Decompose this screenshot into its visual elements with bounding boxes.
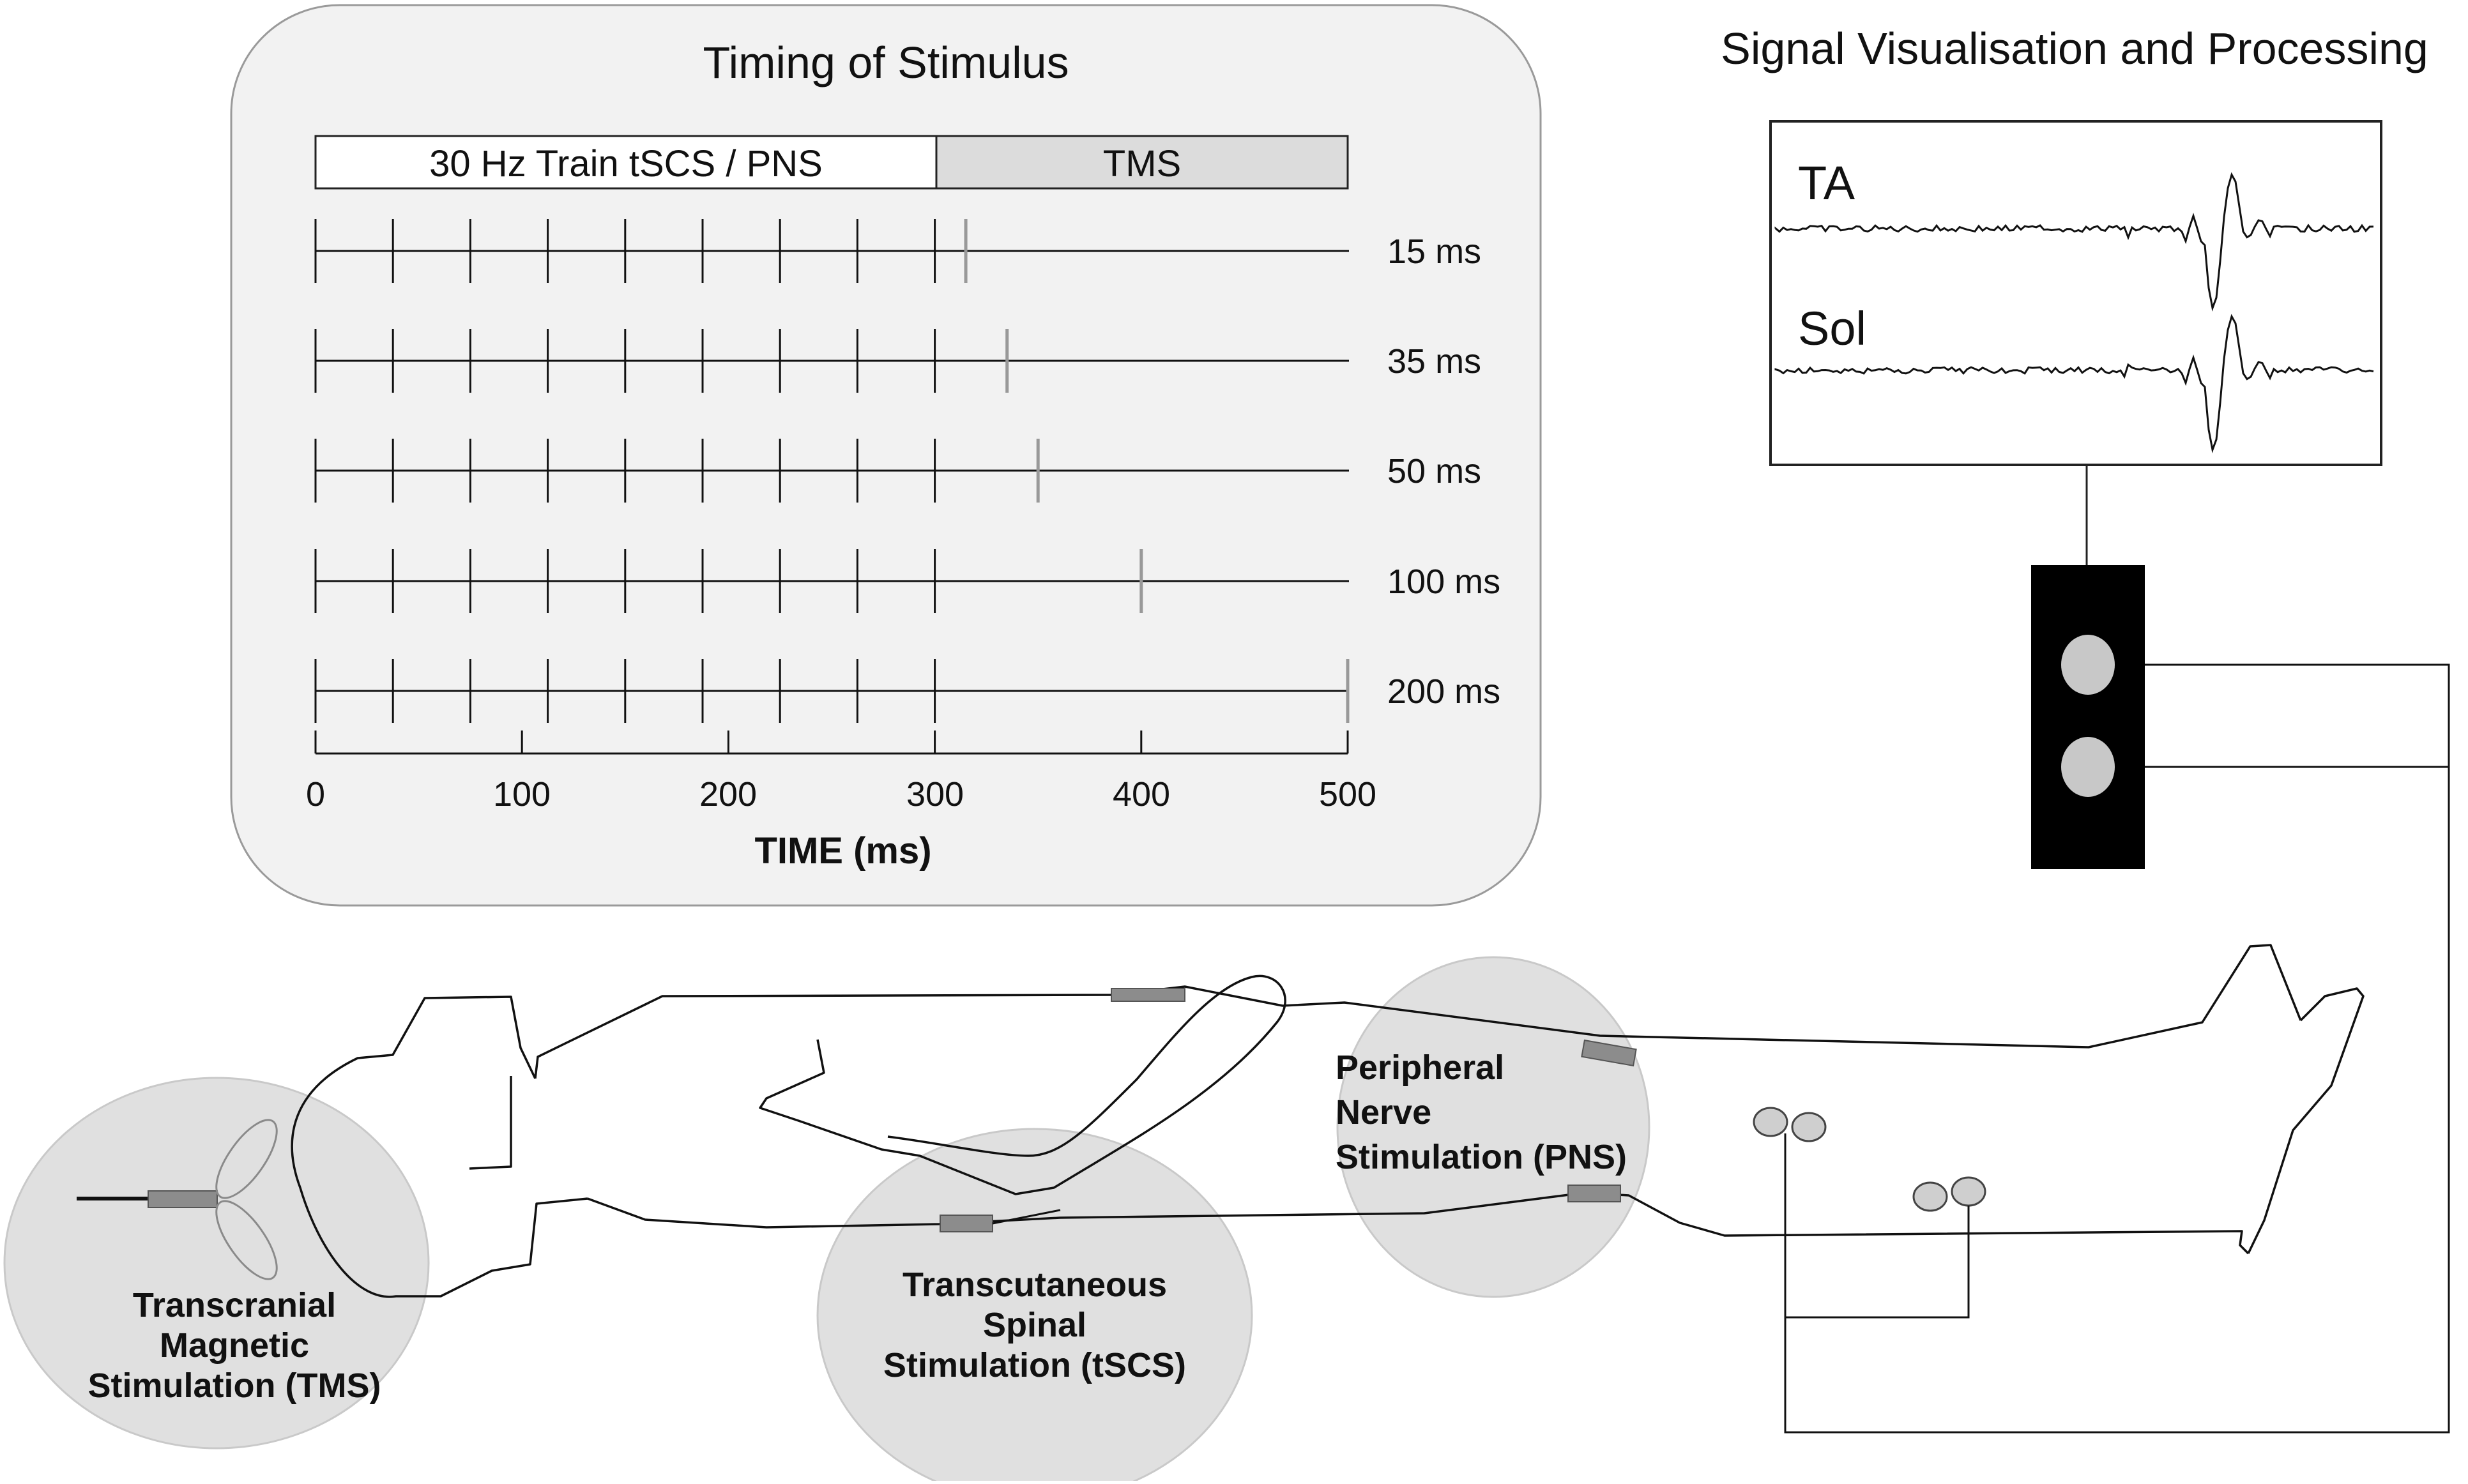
head-outline	[291, 996, 588, 1298]
tms-coil-wing-upper	[215, 1119, 278, 1199]
time-axis-tick-labels: 0 100 200 300 400 500	[306, 775, 1376, 814]
foot-outline	[2247, 987, 2365, 1254]
delay-label-50: 50 ms	[1387, 452, 1481, 490]
timing-panel: Timing of Stimulus 30 Hz Train tSCS / PN…	[230, 4, 1542, 907]
delay-label-35: 35 ms	[1387, 342, 1481, 381]
spinal-electrode-back	[1111, 988, 1185, 1002]
tick-label-0: 0	[306, 775, 325, 814]
neck-outline	[469, 1076, 512, 1170]
emg-wire-ta-top	[2145, 663, 2450, 767]
emg-electrode-ta-1	[1753, 1107, 1788, 1137]
amplifier-button-top	[2061, 635, 2115, 695]
trace-label-ta: TA	[1798, 156, 1855, 209]
tscs-lead	[992, 1209, 1061, 1225]
tms-coil	[77, 1119, 278, 1280]
tscs-electrode	[940, 1215, 993, 1232]
emg-trace-ta	[1774, 172, 2374, 312]
emg-electrode-sol-2	[1951, 1176, 1986, 1207]
delay-rows	[314, 219, 1350, 723]
tick-label-100: 100	[493, 775, 551, 814]
tick-label-300: 300	[906, 775, 964, 814]
pns-site-circle	[1336, 956, 1650, 1298]
delay-row	[314, 439, 1349, 503]
delay-label-15: 15 ms	[1387, 232, 1481, 271]
emg-electrodes	[1753, 1107, 1986, 1212]
tick-label-200: 200	[699, 775, 757, 814]
tms-site-label: Transcranial Magnetic Stimulation (TMS)	[88, 1286, 381, 1405]
time-axis-title: TIME (ms)	[754, 830, 931, 872]
timing-panel-background	[230, 4, 1542, 907]
tms-label-line-2: Magnetic	[160, 1326, 309, 1365]
tick-label-400: 400	[1113, 775, 1170, 814]
pns-electrode-lower	[1567, 1185, 1621, 1202]
amplifier-button-bottom	[2061, 737, 2115, 797]
trace-label-sol: Sol	[1798, 302, 1866, 355]
tms-coil-wing-lower	[215, 1200, 278, 1280]
pns-label-line-2: Nerve	[1336, 1093, 1431, 1132]
delay-row	[314, 549, 1349, 613]
tscs-label-line-2: Spinal	[983, 1306, 1086, 1344]
electrodes	[940, 988, 1637, 1232]
body-outline	[291, 944, 2365, 1298]
timing-panel-title: Timing of Stimulus	[703, 38, 1069, 87]
delay-label-200: 200 ms	[1387, 672, 1500, 711]
tscs-label-line-1: Transcutaneous	[903, 1266, 1167, 1304]
tscs-site-label: Transcutaneous Spinal Stimulation (tSCS)	[883, 1266, 1186, 1384]
emg-wire-sol	[1784, 1133, 1970, 1319]
signal-panel-title: Signal Visualisation and Processing	[1721, 24, 2428, 73]
tms-site-circle	[3, 1077, 430, 1450]
delay-row	[314, 659, 1350, 723]
pns-electrode-upper	[1581, 1039, 1637, 1067]
tms-coil-handle	[148, 1190, 218, 1208]
signal-panel: Signal Visualisation and Processing TA S…	[1721, 24, 2428, 869]
emg-trace-sol	[1774, 314, 2374, 453]
emg-amplifier	[2031, 565, 2145, 869]
tick-label-500: 500	[1319, 775, 1376, 814]
emg-electrode-ta-2	[1791, 1112, 1827, 1142]
emg-wire-ta	[1784, 766, 2450, 1434]
pns-site-label: Peripheral Nerve Stimulation (PNS)	[1336, 1049, 1627, 1176]
time-axis	[314, 731, 1349, 755]
body-upper-outline	[534, 944, 2302, 1079]
tms-label-line-1: Transcranial	[133, 1286, 336, 1324]
delay-label-100: 100 ms	[1387, 563, 1500, 601]
tscs-label-line-3: Stimulation (tSCS)	[883, 1346, 1186, 1384]
tscs-site-circle	[816, 1128, 1253, 1484]
arm-outline	[759, 974, 1286, 1195]
delay-labels: 15 ms 35 ms 50 ms 100 ms 200 ms	[1387, 232, 1500, 711]
delay-row	[314, 219, 1349, 283]
signal-monitor	[1769, 120, 2382, 466]
emg-electrode-sol-1	[1912, 1181, 1948, 1212]
emg-wires	[1784, 663, 2450, 1434]
train-bar	[314, 135, 938, 190]
amplifier-body	[2031, 565, 2145, 869]
delay-row	[314, 329, 1349, 393]
pns-label-line-3: Stimulation (PNS)	[1336, 1138, 1627, 1176]
tms-bar-label: TMS	[1103, 143, 1181, 185]
pns-label-line-1: Peripheral	[1336, 1049, 1504, 1087]
tms-bar	[935, 135, 1349, 190]
train-bar-label: 30 Hz Train tSCS / PNS	[429, 143, 823, 185]
tms-label-line-3: Stimulation (TMS)	[88, 1367, 381, 1405]
